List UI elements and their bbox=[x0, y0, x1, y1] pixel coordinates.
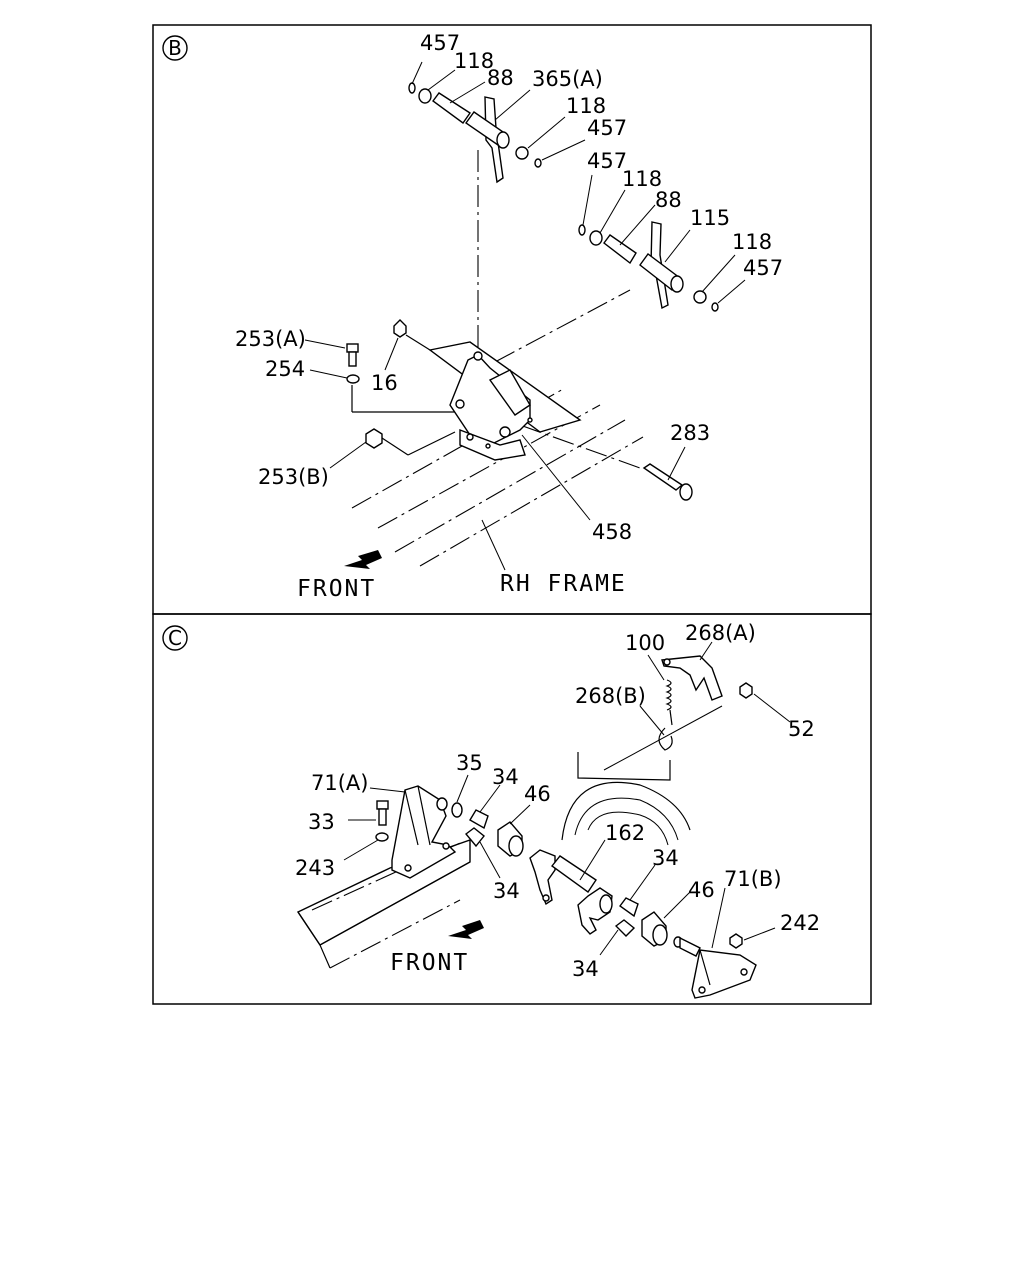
callout-52: 52 bbox=[788, 717, 815, 741]
bolt-33 bbox=[376, 800, 389, 826]
callout-71b: 71(B) bbox=[724, 867, 782, 891]
bracket-268a bbox=[661, 655, 723, 701]
callout-365a: 365(A) bbox=[532, 67, 603, 91]
bolt-253a bbox=[346, 343, 359, 367]
callout-118: 118 bbox=[732, 230, 772, 254]
panel-c-marker: C bbox=[168, 626, 182, 650]
bracket-458 bbox=[428, 341, 582, 461]
panel-c: C bbox=[152, 613, 872, 1005]
bolt-axis-line bbox=[519, 424, 641, 469]
panel-c-marker-circle bbox=[162, 625, 188, 651]
front-label: FRONT bbox=[297, 576, 376, 602]
panel-b: B bbox=[152, 24, 872, 615]
frame-line bbox=[419, 436, 644, 567]
nut-52 bbox=[739, 682, 753, 699]
tire-arc bbox=[574, 797, 679, 841]
callout-457: 457 bbox=[587, 149, 627, 173]
callout-253a: 253(A) bbox=[235, 327, 306, 351]
callout-16: 16 bbox=[371, 371, 398, 395]
callout-46: 46 bbox=[688, 878, 715, 902]
spring-100 bbox=[665, 679, 673, 726]
callout-457: 457 bbox=[587, 116, 627, 140]
rh-frame-label: RH FRAME bbox=[500, 571, 627, 597]
callout-243: 243 bbox=[295, 856, 335, 880]
callout-34: 34 bbox=[493, 879, 520, 903]
shaft-162 bbox=[529, 849, 613, 935]
panel-b-border bbox=[152, 24, 872, 615]
panel-b-marker-circle bbox=[162, 35, 188, 61]
callout-88: 88 bbox=[487, 66, 514, 90]
callout-35: 35 bbox=[456, 751, 483, 775]
leader-lines bbox=[343, 641, 791, 956]
spring-link-line bbox=[603, 705, 723, 771]
bracket-71b bbox=[673, 936, 757, 999]
callout-253b: 253(B) bbox=[258, 465, 329, 489]
pivot-axis-line bbox=[494, 289, 631, 363]
tire-arc bbox=[587, 811, 669, 846]
leader-lines bbox=[304, 61, 746, 571]
nut-16 bbox=[393, 319, 431, 351]
front-label: FRONT bbox=[390, 950, 469, 976]
ring-35 bbox=[451, 802, 463, 818]
callout-458: 458 bbox=[592, 520, 632, 544]
bracket-71a bbox=[391, 785, 457, 879]
panel-b-marker: B bbox=[168, 36, 182, 60]
callout-118: 118 bbox=[454, 49, 494, 73]
callout-33: 33 bbox=[308, 810, 335, 834]
bracket-outline bbox=[577, 752, 671, 781]
front-arrow-icon bbox=[344, 550, 382, 569]
callout-71a: 71(A) bbox=[311, 771, 368, 795]
bolt-283 bbox=[642, 463, 693, 501]
callout-254: 254 bbox=[265, 357, 305, 381]
front-arrow-icon bbox=[448, 920, 484, 939]
rubber-46 bbox=[497, 821, 524, 857]
callout-34: 34 bbox=[492, 765, 519, 789]
hook-268b bbox=[658, 727, 673, 751]
bushing-34 bbox=[464, 809, 489, 848]
washer-243 bbox=[375, 832, 389, 842]
lever-365a bbox=[408, 82, 542, 184]
callout-457: 457 bbox=[420, 31, 460, 55]
callout-162: 162 bbox=[605, 821, 645, 845]
callout-34: 34 bbox=[652, 846, 679, 870]
nut-242 bbox=[729, 933, 743, 949]
callout-268b: 268(B) bbox=[575, 684, 646, 708]
callout-457: 457 bbox=[743, 256, 783, 280]
callout-118: 118 bbox=[622, 167, 662, 191]
tire-arc bbox=[561, 781, 691, 841]
callout-283: 283 bbox=[670, 421, 710, 445]
callout-268a: 268(A) bbox=[685, 621, 756, 645]
callout-100: 100 bbox=[625, 631, 665, 655]
callout-46: 46 bbox=[524, 782, 551, 806]
panel-c-border bbox=[152, 613, 872, 1005]
callout-118: 118 bbox=[566, 94, 606, 118]
lever-115 bbox=[578, 221, 719, 312]
bushing-34 bbox=[614, 897, 639, 937]
callout-34: 34 bbox=[572, 957, 599, 981]
callout-242: 242 bbox=[780, 911, 820, 935]
frame-line bbox=[394, 419, 626, 553]
bolt-253b bbox=[365, 428, 456, 456]
washer-254 bbox=[346, 374, 360, 384]
rubber-46 bbox=[641, 911, 668, 947]
callout-88: 88 bbox=[655, 188, 682, 212]
callout-115: 115 bbox=[690, 206, 730, 230]
